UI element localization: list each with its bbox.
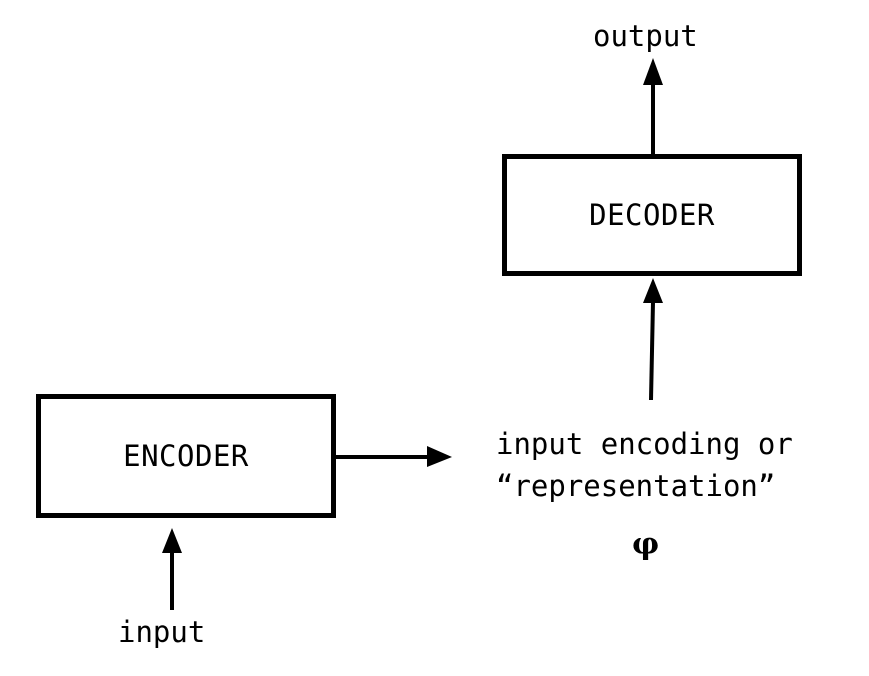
input-label: input [118,615,206,649]
decoder-to-output-arrow [643,58,663,154]
encoder-box: ENCODER [36,394,336,518]
phi-symbol: φ [632,527,660,562]
encoder-label: ENCODER [123,439,249,473]
encoding-label: input encoding or “representation” [496,423,793,507]
decoder-box: DECODER [502,154,802,276]
decoder-label: DECODER [589,198,715,232]
encoding-to-decoder-arrow [643,278,663,401]
encoding-label-line1: input encoding or [496,427,793,461]
output-label: output [593,19,698,53]
encoding-label-line2: “representation” [496,469,776,503]
input-to-encoder-arrow [162,528,182,610]
encoder-to-encoding-arrow [336,446,452,467]
